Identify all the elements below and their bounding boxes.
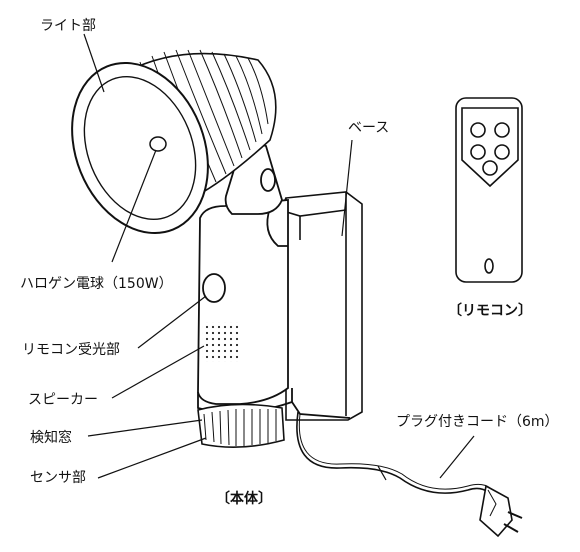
remote-receiver [202, 273, 226, 303]
leader-lines [83, 33, 475, 479]
label-light: ライト部 [40, 18, 96, 34]
reflector [71, 61, 209, 235]
leader-cord [439, 435, 475, 479]
label-base: ベース [348, 120, 390, 136]
remote-control [455, 97, 523, 283]
speaker-grille [202, 322, 240, 362]
label-cord: プラグ付きコード（6m） [396, 414, 559, 430]
label-bulb: ハロゲン電球（150W） [20, 276, 173, 292]
leader-sensor [97, 437, 207, 479]
leader-light [83, 33, 105, 93]
label-receiver: リモコン受光部 [22, 342, 120, 358]
label-sensor: センサ部 [30, 470, 86, 486]
leader-receiver [137, 295, 207, 349]
leader-speaker [111, 345, 205, 399]
plug [479, 484, 523, 538]
leader-window [87, 419, 203, 437]
power-cord [296, 411, 491, 494]
halogen-bulb [149, 136, 167, 152]
caption-body: 〔本体〕 [216, 491, 272, 507]
leader-base [341, 139, 353, 237]
leader-bulb [111, 149, 157, 263]
label-window: 検知窓 [30, 430, 72, 446]
caption-remote: 〔リモコン〕 [448, 303, 532, 319]
label-speaker: スピーカー [28, 392, 98, 408]
sensor-unit [197, 403, 285, 448]
base-plate [278, 191, 363, 421]
